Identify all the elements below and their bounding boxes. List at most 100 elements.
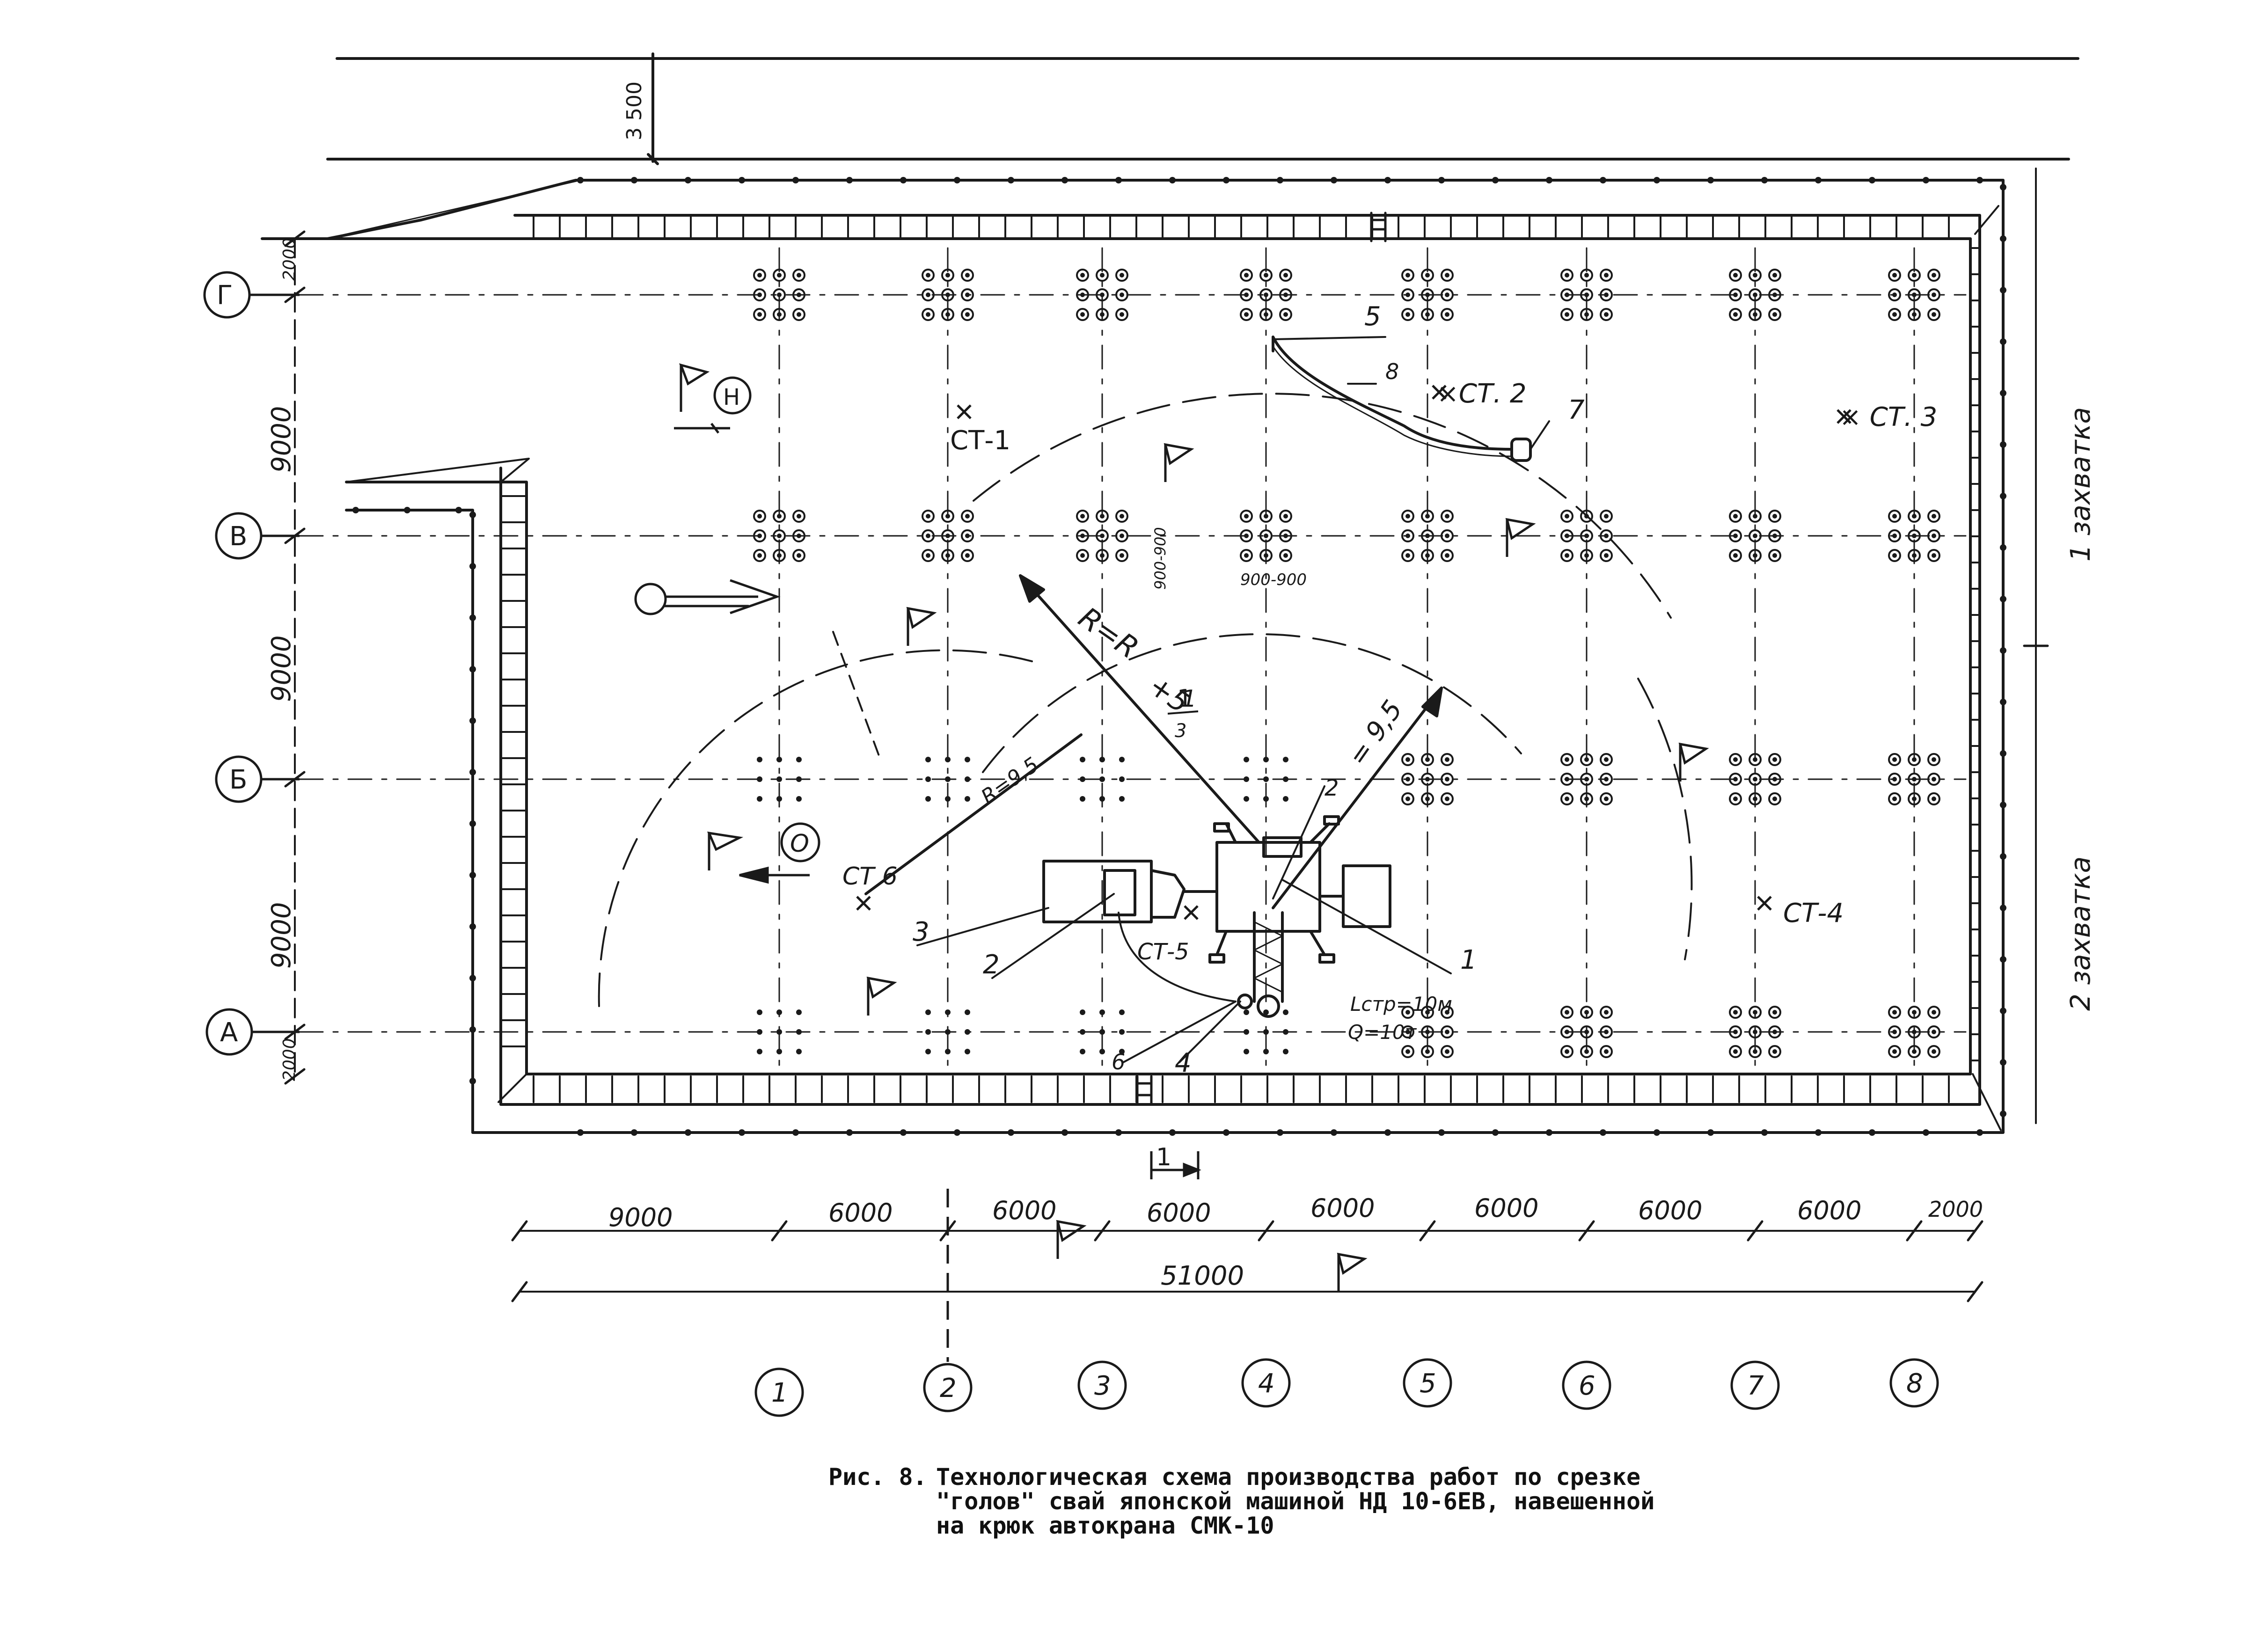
crane-load-capacity: Q=10т xyxy=(1348,1021,1417,1044)
pile-group xyxy=(1080,757,1125,802)
column-axis-bubbles xyxy=(754,1189,1939,1417)
callout-4: 4 xyxy=(1175,1048,1192,1078)
bay-dim-9: 2000 xyxy=(1928,1197,1983,1222)
pile-group xyxy=(1560,510,1613,562)
pile-group xyxy=(1729,510,1781,562)
truck-crane xyxy=(1042,815,1391,1018)
end-marker-label: О xyxy=(790,830,809,858)
pile-group xyxy=(1240,510,1292,562)
pile-group xyxy=(925,757,970,802)
pile-cutter-hose xyxy=(1118,336,1532,1002)
callout-5: 5 xyxy=(1364,301,1381,332)
callout-3: 3 xyxy=(913,917,929,947)
left-radius-label: R=9,5 xyxy=(977,753,1043,809)
bay-dim-2: 6000 xyxy=(828,1198,893,1228)
station-5: СТ-5 xyxy=(1137,939,1189,965)
bay-dim-7: 6000 xyxy=(1638,1196,1702,1225)
pile-group xyxy=(1888,510,1940,562)
col-label-1: 1 xyxy=(771,1378,788,1408)
top-clearance-dim: 3 500 xyxy=(622,81,646,140)
pile-spacing-h: 900-900 xyxy=(1240,570,1307,589)
col-label-7: 7 xyxy=(1747,1371,1764,1401)
callout-6: 6 xyxy=(1112,1049,1125,1075)
station-3: × СТ. 3 xyxy=(1839,402,1937,432)
pile-group xyxy=(1729,753,1781,805)
callout-2: 2 xyxy=(983,950,1000,980)
span-dim-3: 9000 xyxy=(266,902,297,969)
col-label-3: 3 xyxy=(1094,1371,1111,1401)
stage-2-label: 2 захватка xyxy=(2064,856,2096,1011)
working-radius-label: = 9,5 xyxy=(1342,695,1408,771)
figure-caption: Рис. 8. Технологическая схема производст… xyxy=(828,1465,1718,1538)
pile-group xyxy=(925,1009,970,1054)
road xyxy=(326,52,2079,165)
pile-group xyxy=(757,757,802,802)
caption-line-3: на крюк автокрана СМК-10 xyxy=(936,1512,1274,1539)
pile-spacing-v: 900-900 xyxy=(1151,527,1169,590)
swing-radius-label: R=R xyxy=(1072,600,1145,665)
pile-group xyxy=(1401,1006,1454,1058)
span-dim-top: 2000 xyxy=(280,238,299,281)
section-mark-top: 1 xyxy=(1177,685,1193,713)
callout-2-crane: 2 xyxy=(1325,775,1339,801)
station-2: ×СТ. 2 xyxy=(1437,379,1526,409)
pit-edge xyxy=(261,177,2006,1136)
col-label-2: 2 xyxy=(940,1373,957,1403)
col-label-5: 5 xyxy=(1420,1368,1436,1399)
approach-arrow xyxy=(634,579,781,615)
swing-radius-fraction-den: 3 xyxy=(1175,720,1186,742)
access-ladder xyxy=(1136,212,1387,1106)
pile-group xyxy=(1888,753,1940,805)
pile-group xyxy=(1560,1006,1613,1058)
span-dim-bottom: 2000 xyxy=(280,1038,299,1081)
caption-line-1: Технологическая схема производства работ… xyxy=(936,1463,1641,1491)
radius-lines xyxy=(832,574,1443,909)
pile-group xyxy=(1076,510,1128,562)
pile-group xyxy=(1729,269,1781,321)
pile-group xyxy=(1560,269,1613,321)
row-label-G: Г xyxy=(217,280,233,311)
section-mark-bottom: 1 xyxy=(1156,1143,1171,1171)
pile-group xyxy=(1888,1006,1940,1058)
bay-dim-4: 6000 xyxy=(1147,1198,1211,1228)
bay-dim-5: 6000 xyxy=(1310,1193,1375,1223)
swing-radius-fraction: 1 xyxy=(1182,685,1197,712)
pile-group xyxy=(757,1009,802,1054)
col-label-8: 8 xyxy=(1906,1368,1923,1399)
row-axis-bubbles xyxy=(203,271,300,1056)
pile-group xyxy=(1401,269,1454,321)
bay-dim-3: 6000 xyxy=(992,1196,1056,1225)
pile-group xyxy=(922,510,974,562)
end-marker xyxy=(707,822,820,884)
start-marker xyxy=(674,363,752,434)
pile-group xyxy=(922,269,974,321)
pile-group xyxy=(1401,510,1454,562)
crane-swing-arcs xyxy=(598,393,1693,1007)
span-dim-2: 9000 xyxy=(266,635,297,702)
station-4: СТ-4 xyxy=(1783,898,1844,928)
row-label-B: Б xyxy=(229,765,247,795)
col-label-6: 6 xyxy=(1579,1371,1595,1401)
crane-boom-length: Lстр=10м xyxy=(1350,993,1452,1016)
pile-group xyxy=(1240,269,1292,321)
stage-1-label: 1 захватка xyxy=(2064,407,2096,562)
pile-group xyxy=(1080,1009,1125,1054)
callout-1: 1 xyxy=(1460,945,1477,975)
bay-dim-6: 6000 xyxy=(1474,1193,1538,1223)
pile-group xyxy=(753,269,805,321)
flag-markers xyxy=(866,443,1709,1292)
col-label-4: 4 xyxy=(1258,1368,1275,1399)
section-arrow xyxy=(1150,1151,1201,1179)
figure-label: Рис. 8. xyxy=(828,1463,927,1491)
site-fence xyxy=(326,179,2005,1134)
pile-groups xyxy=(753,269,1940,1058)
pile-group xyxy=(1729,1006,1781,1058)
row-label-A: А xyxy=(220,1017,238,1048)
bay-dim-8: 6000 xyxy=(1797,1196,1861,1225)
station-1: СТ-1 xyxy=(950,425,1010,456)
pile-group xyxy=(1401,753,1454,805)
total-length-dim: 51000 xyxy=(1161,1261,1244,1291)
start-marker-label: Н xyxy=(723,384,740,410)
callout-7: 7 xyxy=(1568,395,1585,425)
